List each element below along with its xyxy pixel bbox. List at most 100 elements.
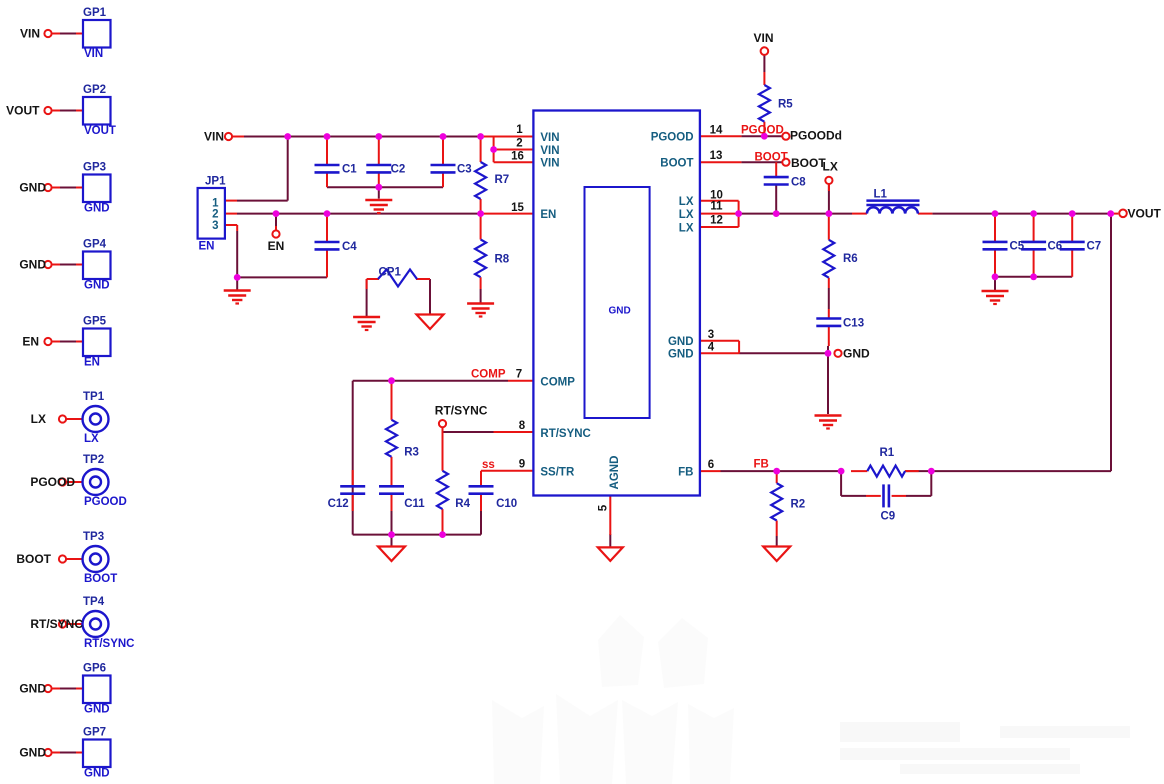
svg-text:JP1: JP1 — [205, 175, 226, 187]
svg-text:10: 10 — [710, 190, 723, 202]
svg-text:13: 13 — [710, 150, 723, 162]
svg-text:GND: GND — [84, 768, 110, 780]
svg-text:GND: GND — [84, 704, 110, 716]
svg-text:16: 16 — [511, 150, 524, 162]
svg-text:EN: EN — [199, 241, 215, 253]
svg-text:VIN: VIN — [20, 27, 40, 41]
svg-text:12: 12 — [710, 214, 723, 226]
svg-text:VIN: VIN — [540, 132, 559, 144]
svg-text:LX: LX — [823, 159, 838, 173]
svg-text:GND: GND — [608, 305, 630, 316]
svg-text:EN: EN — [540, 209, 556, 221]
svg-text:RT/SYNC: RT/SYNC — [30, 617, 83, 631]
svg-text:AGND: AGND — [609, 456, 621, 490]
svg-text:BOOT: BOOT — [16, 552, 51, 566]
svg-text:RT/SYNC: RT/SYNC — [435, 403, 488, 417]
svg-text:PGOODd: PGOODd — [790, 128, 842, 142]
svg-text:C13: C13 — [843, 318, 864, 330]
svg-text:C8: C8 — [791, 177, 806, 189]
svg-text:BOOT: BOOT — [755, 151, 788, 163]
svg-text:VIN: VIN — [84, 48, 103, 60]
svg-text:6: 6 — [708, 459, 714, 471]
svg-text:FB: FB — [678, 467, 693, 479]
svg-text:EN: EN — [84, 357, 100, 369]
svg-text:GP6: GP6 — [83, 662, 106, 674]
svg-text:C12: C12 — [328, 498, 349, 510]
svg-text:L1: L1 — [874, 189, 888, 201]
svg-text:C4: C4 — [342, 241, 357, 253]
svg-text:GND: GND — [19, 682, 46, 696]
svg-text:RT/SYNC: RT/SYNC — [84, 638, 134, 650]
svg-text:PGOOD: PGOOD — [651, 132, 694, 144]
svg-text:C6: C6 — [1048, 240, 1063, 252]
svg-text:LX: LX — [679, 209, 694, 221]
svg-text:FB: FB — [754, 459, 769, 471]
svg-text:GND: GND — [19, 181, 46, 195]
svg-text:SS/TR: SS/TR — [540, 467, 575, 479]
svg-text:VIN: VIN — [204, 130, 224, 144]
svg-text:CP1: CP1 — [379, 267, 402, 279]
svg-text:COMP: COMP — [471, 368, 506, 380]
svg-text:GP2: GP2 — [83, 84, 106, 96]
svg-text:C2: C2 — [391, 164, 406, 176]
svg-text:PGOOD: PGOOD — [30, 475, 75, 489]
svg-text:VIN: VIN — [753, 31, 773, 45]
svg-text:GND: GND — [843, 347, 870, 361]
svg-text:4: 4 — [708, 341, 715, 353]
svg-text:COMP: COMP — [540, 377, 575, 389]
svg-text:LX: LX — [84, 433, 99, 445]
svg-text:7: 7 — [516, 368, 522, 380]
svg-text:GP7: GP7 — [83, 726, 106, 738]
svg-text:C11: C11 — [404, 498, 425, 510]
svg-text:C5: C5 — [1010, 240, 1025, 252]
svg-text:TP3: TP3 — [83, 531, 104, 543]
svg-text:8: 8 — [519, 420, 526, 432]
svg-text:R7: R7 — [495, 174, 510, 186]
svg-text:2: 2 — [516, 137, 522, 149]
svg-text:EN: EN — [268, 239, 285, 253]
svg-text:GND: GND — [19, 746, 46, 760]
svg-text:PGOOD: PGOOD — [84, 496, 127, 508]
svg-text:VOUT: VOUT — [6, 104, 40, 118]
svg-text:5: 5 — [598, 504, 610, 511]
svg-text:BOOT: BOOT — [84, 573, 117, 585]
svg-text:GND: GND — [668, 336, 694, 348]
svg-text:C9: C9 — [881, 510, 896, 522]
svg-text:PGOOD: PGOOD — [741, 125, 784, 137]
svg-text:TP2: TP2 — [83, 454, 104, 466]
svg-text:TP4: TP4 — [83, 596, 105, 608]
svg-text:GND: GND — [668, 348, 694, 360]
svg-text:TP1: TP1 — [83, 391, 105, 403]
svg-text:VOUT: VOUT — [1128, 206, 1162, 220]
svg-text:LX: LX — [679, 222, 694, 234]
svg-text:GP4: GP4 — [83, 238, 107, 250]
svg-text:R8: R8 — [495, 254, 510, 266]
svg-text:C3: C3 — [457, 164, 472, 176]
svg-text:15: 15 — [511, 202, 524, 214]
svg-text:1: 1 — [212, 197, 219, 209]
svg-text:9: 9 — [519, 458, 525, 470]
svg-text:GND: GND — [84, 203, 110, 215]
svg-text:1: 1 — [516, 124, 523, 136]
svg-text:GP1: GP1 — [83, 7, 107, 19]
svg-text:R2: R2 — [791, 499, 806, 511]
svg-text:R1: R1 — [880, 447, 895, 459]
svg-text:14: 14 — [710, 124, 723, 136]
svg-text:VIN: VIN — [540, 145, 559, 157]
svg-text:VIN: VIN — [540, 158, 559, 170]
svg-text:BOOT: BOOT — [791, 156, 826, 170]
svg-text:R3: R3 — [404, 447, 419, 459]
svg-text:11: 11 — [710, 201, 723, 213]
svg-text:RT/SYNC: RT/SYNC — [540, 428, 590, 440]
svg-text:R5: R5 — [778, 99, 793, 111]
svg-text:3: 3 — [708, 329, 714, 341]
svg-text:EN: EN — [22, 335, 39, 349]
svg-text:2: 2 — [212, 209, 218, 221]
svg-text:GP5: GP5 — [83, 315, 107, 327]
svg-text:LX: LX — [31, 412, 46, 426]
svg-text:C7: C7 — [1087, 240, 1102, 252]
svg-text:ss: ss — [482, 459, 495, 471]
svg-text:R4: R4 — [455, 498, 470, 510]
svg-text:GND: GND — [84, 280, 110, 292]
svg-text:C10: C10 — [496, 498, 517, 510]
